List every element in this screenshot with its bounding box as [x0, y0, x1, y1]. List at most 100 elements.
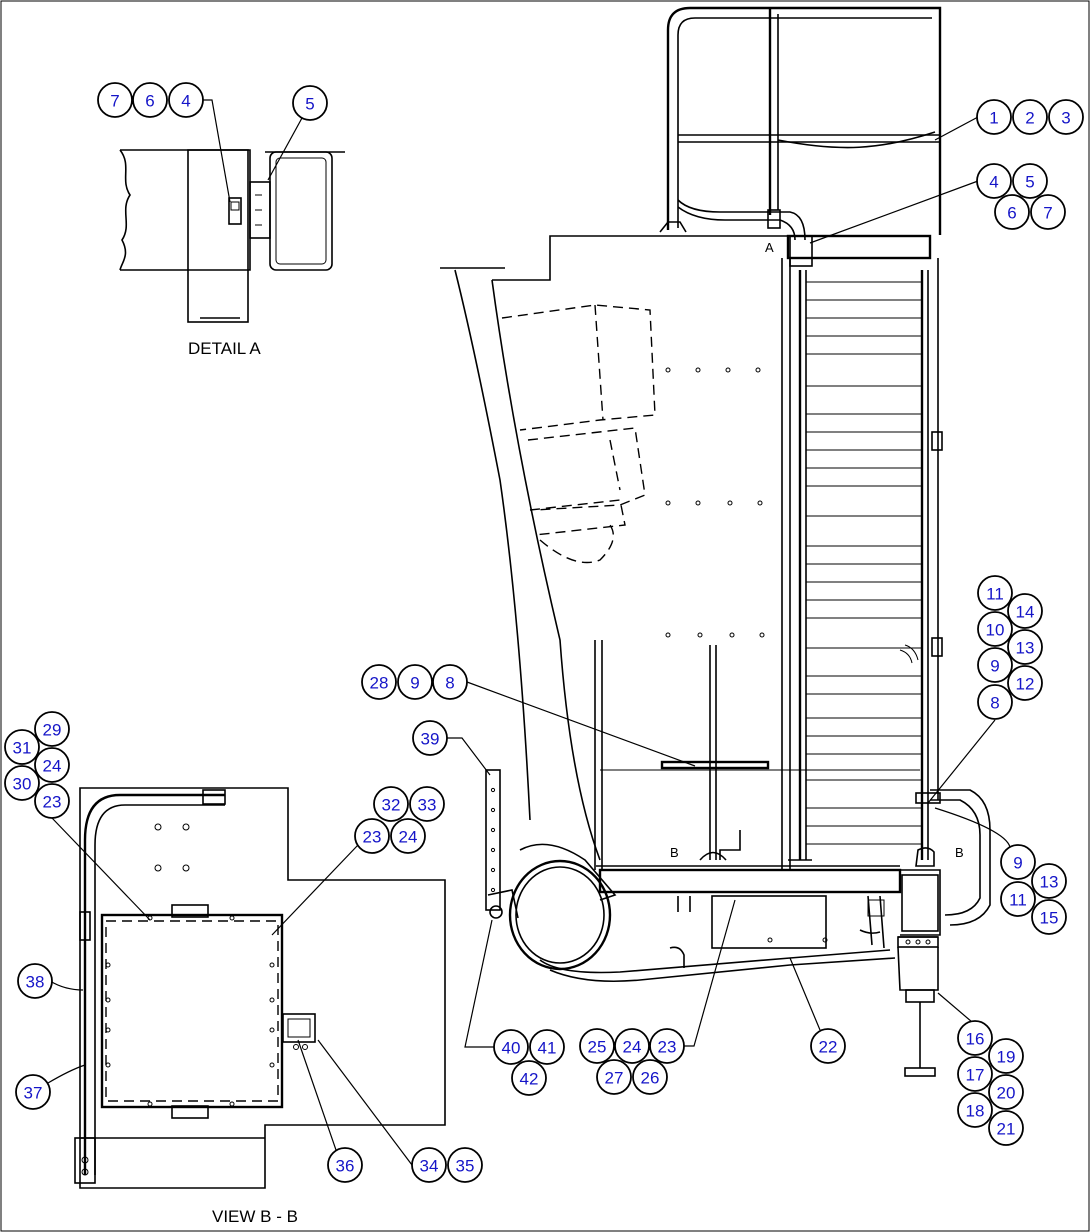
callout-label: 13 [1040, 873, 1059, 892]
callout-c-24c: 24 [614, 1028, 650, 1064]
callout-label: 11 [986, 585, 1004, 604]
callout-c-23b: 23 [354, 818, 390, 854]
callout-label: 35 [456, 1157, 475, 1176]
callout-c-11b: 11 [1000, 881, 1036, 917]
callout-label: 8 [990, 694, 999, 713]
callout-label: 30 [13, 775, 32, 794]
callout-circle [1012, 163, 1048, 199]
callout-circle [810, 1028, 846, 1064]
callout-circle [596, 1059, 632, 1095]
callout-label: 23 [363, 828, 382, 847]
callout-label: 23 [43, 793, 62, 812]
callout-circle [4, 765, 40, 801]
callout-circle [957, 1092, 993, 1128]
callout-label: 5 [305, 95, 314, 114]
callout-label: 33 [418, 796, 437, 815]
marker-b-right: B [955, 845, 964, 860]
callout-c-42: 42 [511, 1060, 547, 1096]
callout-c-12: 12 [1007, 665, 1043, 701]
callout-label: 32 [382, 796, 401, 815]
callout-label: 5 [1025, 173, 1034, 192]
callout-circle [977, 647, 1013, 683]
callout-c-29: 29 [34, 711, 70, 747]
callout-label: 41 [538, 1039, 557, 1058]
callout-c-40: 40 [493, 1029, 529, 1065]
callout-c-24a: 24 [34, 747, 70, 783]
callout-c-9c: 9 [1000, 844, 1036, 880]
callout-circle [1000, 881, 1036, 917]
callout-c-15: 15 [1031, 899, 1067, 935]
callout-label: 12 [1016, 675, 1035, 694]
callout-circle [327, 1147, 363, 1183]
callout-label: 7 [1043, 204, 1052, 223]
callout-label: 24 [623, 1038, 642, 1057]
callout-label: 38 [26, 973, 45, 992]
callout-label: 9 [410, 674, 419, 693]
callout-c-11a: 11 [977, 575, 1013, 611]
view-bb-caption: VIEW B - B [212, 1207, 298, 1226]
callout-c-18: 18 [957, 1092, 993, 1128]
callout-circle [34, 747, 70, 783]
callout-label: 29 [43, 721, 62, 740]
callout-circle [1031, 863, 1067, 899]
callout-c-7a: 7 [97, 82, 133, 118]
callout-label: 11 [1009, 891, 1027, 910]
callout-label: 16 [966, 1030, 985, 1049]
callout-c-36: 36 [327, 1147, 363, 1183]
marker-b-left: B [670, 845, 679, 860]
callout-c-3: 3 [1048, 99, 1084, 135]
callout-label: 8 [445, 674, 454, 693]
callout-label: 14 [1016, 603, 1035, 622]
callout-c-8b: 8 [432, 664, 468, 700]
callout-c-14: 14 [1007, 593, 1043, 629]
callout-label: 36 [336, 1157, 355, 1176]
callout-c-34: 34 [411, 1147, 447, 1183]
callout-circle [361, 664, 397, 700]
callout-circle [1007, 629, 1043, 665]
callout-circle [632, 1059, 668, 1095]
callout-circle [977, 611, 1013, 647]
callout-label: 2 [1025, 109, 1034, 128]
callout-c-7b: 7 [1030, 194, 1066, 230]
marker-a: A [765, 240, 774, 255]
callout-c-32: 32 [373, 786, 409, 822]
callout-c-22: 22 [810, 1028, 846, 1064]
callout-label: 21 [997, 1120, 1016, 1139]
callout-circle [957, 1056, 993, 1092]
callout-label: 4 [181, 92, 190, 111]
callout-circle [1012, 99, 1048, 135]
callout-c-31: 31 [4, 729, 40, 765]
callout-circle [511, 1060, 547, 1096]
callout-c-19: 19 [988, 1038, 1024, 1074]
callout-circle [354, 818, 390, 854]
callout-c-39: 39 [412, 720, 448, 756]
callout-label: 1 [989, 109, 998, 128]
callout-c-16: 16 [957, 1020, 993, 1056]
callout-label: 4 [989, 173, 998, 192]
callout-circle [994, 194, 1030, 230]
callout-c-4a: 4 [168, 82, 204, 118]
main-view-drawing: A [440, 6, 991, 1077]
callout-c-30: 30 [4, 765, 40, 801]
callout-label: 6 [1007, 204, 1016, 223]
callout-c-9a: 9 [977, 647, 1013, 683]
callout-c-23a: 23 [34, 783, 70, 819]
callout-circle [34, 783, 70, 819]
callout-c-38: 38 [17, 963, 53, 999]
callout-circle [34, 711, 70, 747]
callout-circle [529, 1029, 565, 1065]
callout-circle [168, 82, 204, 118]
callout-label: 40 [502, 1039, 521, 1058]
callout-c-24b: 24 [390, 818, 426, 854]
callout-label: 22 [819, 1038, 838, 1057]
callout-c-13b: 13 [1031, 863, 1067, 899]
callout-circle [447, 1147, 483, 1183]
callout-circle [976, 163, 1012, 199]
callout-circle [390, 818, 426, 854]
callout-label: 18 [966, 1102, 985, 1121]
callout-circle [976, 99, 1012, 135]
callout-label: 6 [145, 92, 154, 111]
callout-c-41: 41 [529, 1029, 565, 1065]
